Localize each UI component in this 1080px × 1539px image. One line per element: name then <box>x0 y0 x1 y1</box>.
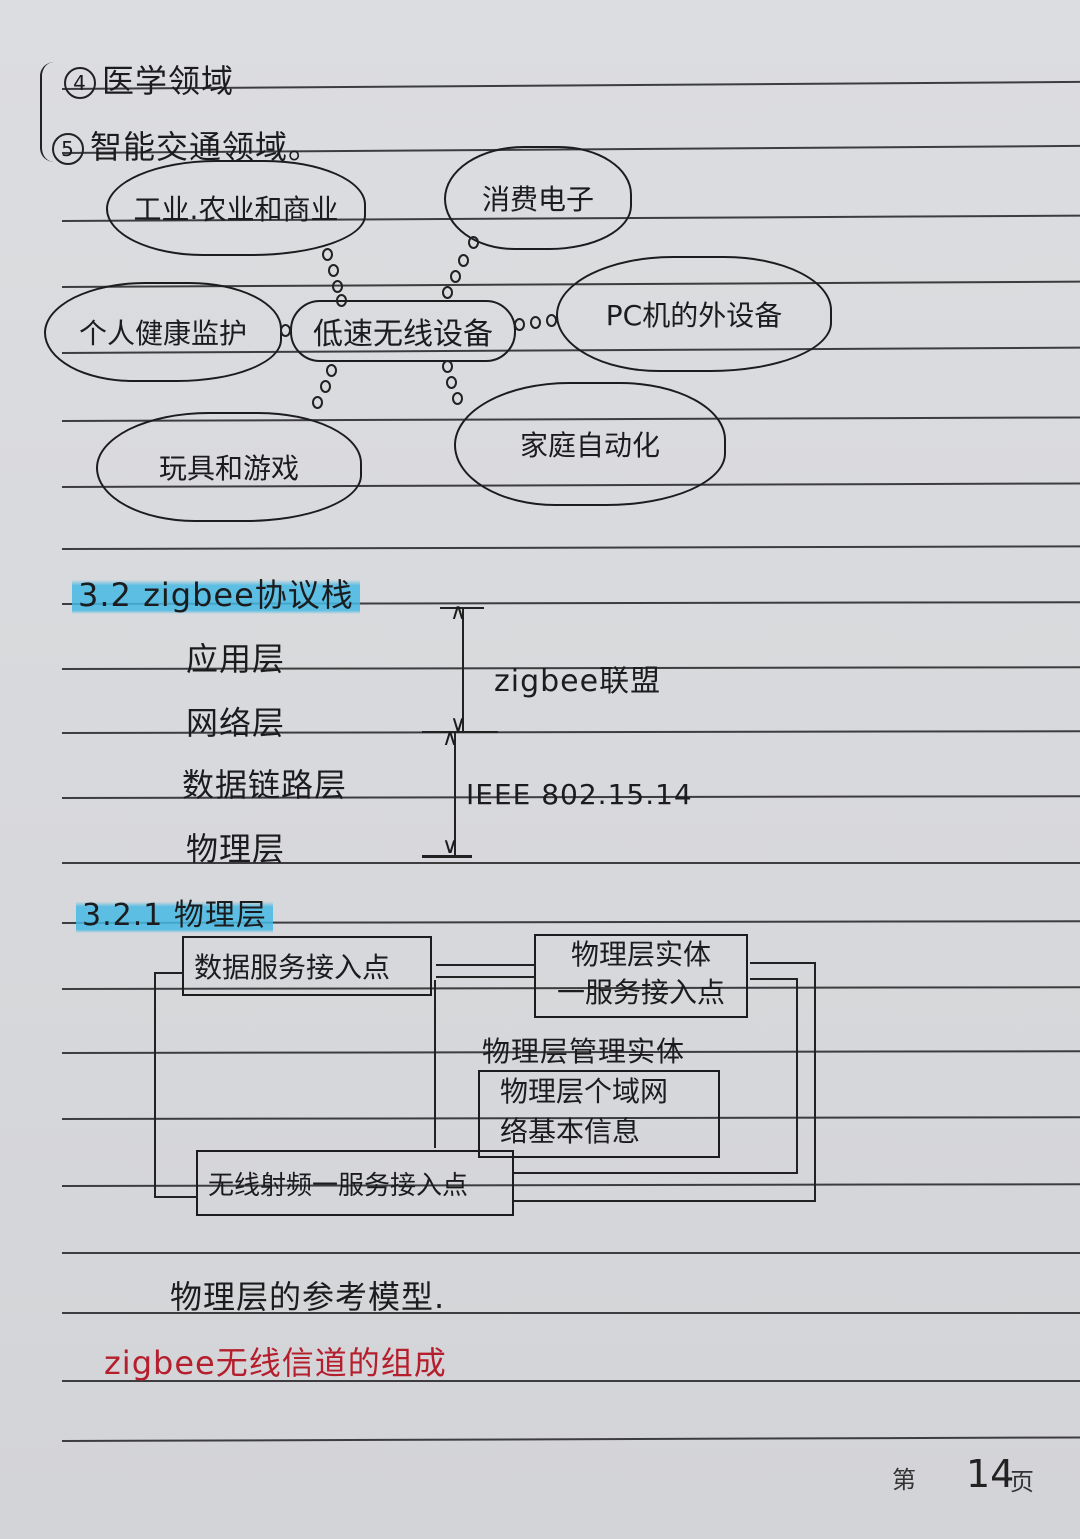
curly-brace <box>40 62 60 162</box>
cloud-label: 玩具和游戏 <box>158 452 299 485</box>
connector-dot <box>332 280 343 293</box>
highlighted-heading: 3.2 zigbee协议栈 <box>72 576 360 614</box>
ruled-line <box>61 545 1080 550</box>
connector-dot <box>514 318 525 331</box>
data-sap-box: 数据服务接入点 <box>182 936 432 996</box>
box-label: 无线射频一服务接入点 <box>208 1170 469 1201</box>
cloud-label: 消费电子 <box>481 183 594 216</box>
diagram-caption: 物理层的参考模型. <box>170 1278 446 1316</box>
ruled-line <box>61 1436 1080 1442</box>
connector-line <box>814 962 816 1202</box>
list-item-text: 医学领域 <box>102 62 235 100</box>
page-number: 14 <box>966 1452 1015 1496</box>
box-label: 物理层个域网 <box>500 1075 669 1108</box>
page-number-suffix: 页 <box>1010 1468 1034 1496</box>
connector-dot <box>442 286 453 299</box>
connector-dot <box>328 264 339 277</box>
connector-line <box>750 978 798 980</box>
cloud-health-monitoring: 个人健康监护 <box>44 282 282 382</box>
box-label: 数据服务接入点 <box>194 951 391 984</box>
range-divider <box>422 731 498 733</box>
cloud-industry: 工业.农业和商业 <box>106 160 366 256</box>
cloud-label: 工业.农业和商业 <box>133 193 339 226</box>
ruled-line <box>62 862 1080 864</box>
up-arrow-icon: ∧ <box>450 600 468 625</box>
ruled-line <box>62 1312 1080 1314</box>
plme-sap-box: 物理层实体 一服务接入点 <box>534 934 748 1018</box>
connector-dot <box>468 236 479 249</box>
box-label: 络基本信息 <box>500 1115 641 1148</box>
cloud-consumer-electronics: 消费电子 <box>444 146 632 250</box>
lower-range-arrow <box>454 732 456 856</box>
connector-dot <box>320 380 331 393</box>
connector-dot <box>336 294 347 307</box>
connector-line <box>154 1196 198 1198</box>
section-heading-3-2-1: 3.2.1 物理层 <box>76 890 273 934</box>
rf-sap-box: 无线射频一服务接入点 <box>196 1150 514 1216</box>
ieee-label: IEEE 802.15.14 <box>466 778 693 811</box>
layer-data-link: 数据链路层 <box>182 766 348 804</box>
connector-dot <box>322 248 333 261</box>
next-topic-heading: zigbee无线信道的组成 <box>104 1344 447 1382</box>
pib-box: 物理层个域网 络基本信息 <box>478 1070 720 1158</box>
page-number-prefix: 第 <box>892 1466 916 1494</box>
plme-label: 物理层管理实体 <box>482 1035 686 1068</box>
highlighted-heading: 3.2.1 物理层 <box>76 898 273 933</box>
cloud-pc-peripherals: PC机的外设备 <box>556 256 832 372</box>
connector-line <box>154 972 156 1198</box>
ruled-line <box>62 1252 1080 1254</box>
connector-dot <box>458 254 469 267</box>
connector-dot <box>442 360 453 373</box>
connector-dot <box>326 364 337 377</box>
connector-dot <box>530 316 541 329</box>
layer-application: 应用层 <box>186 640 286 678</box>
number-circle: 4 <box>64 67 96 99</box>
upper-range-arrow <box>462 608 464 732</box>
cloud-label: 低速无线设备 <box>313 317 493 352</box>
layer-network: 网络层 <box>186 704 286 742</box>
cloud-home-automation: 家庭自动化 <box>454 382 726 506</box>
connector-line <box>750 962 816 964</box>
box-label: 一服务接入点 <box>556 976 725 1009</box>
number-circle: 5 <box>52 133 84 165</box>
connector-dot <box>446 376 457 389</box>
cloud-toys-games: 玩具和游戏 <box>96 412 362 522</box>
zigbee-alliance-label: zigbee联盟 <box>494 664 662 699</box>
connector-dot <box>312 396 323 409</box>
range-cap-bottom <box>422 855 472 858</box>
connector-line <box>436 976 536 978</box>
layer-physical: 物理层 <box>186 830 286 868</box>
connector-dot <box>546 314 557 327</box>
cloud-low-speed-wireless-devices: 低速无线设备 <box>290 300 516 362</box>
cloud-label: 家庭自动化 <box>519 429 660 462</box>
connector-line <box>434 980 436 1148</box>
connector-line <box>154 972 184 974</box>
connector-line <box>514 1172 798 1174</box>
connector-line <box>796 978 798 1174</box>
up-arrow-icon: ∧ <box>442 726 460 751</box>
down-arrow-icon: ∨ <box>442 834 460 859</box>
ruled-line <box>62 1380 1080 1382</box>
section-heading-3-2: 3.2 zigbee协议栈 <box>72 570 360 616</box>
down-arrow-icon: ∨ <box>450 712 468 737</box>
connector-line <box>514 1200 816 1202</box>
cloud-label: 个人健康监护 <box>78 317 247 350</box>
connector-dot <box>452 392 463 405</box>
connector-line <box>436 964 536 966</box>
box-label: 物理层实体 <box>570 938 711 971</box>
connector-dot <box>280 324 291 337</box>
connector-dot <box>450 270 461 283</box>
cloud-label: PC机的外设备 <box>605 299 783 332</box>
